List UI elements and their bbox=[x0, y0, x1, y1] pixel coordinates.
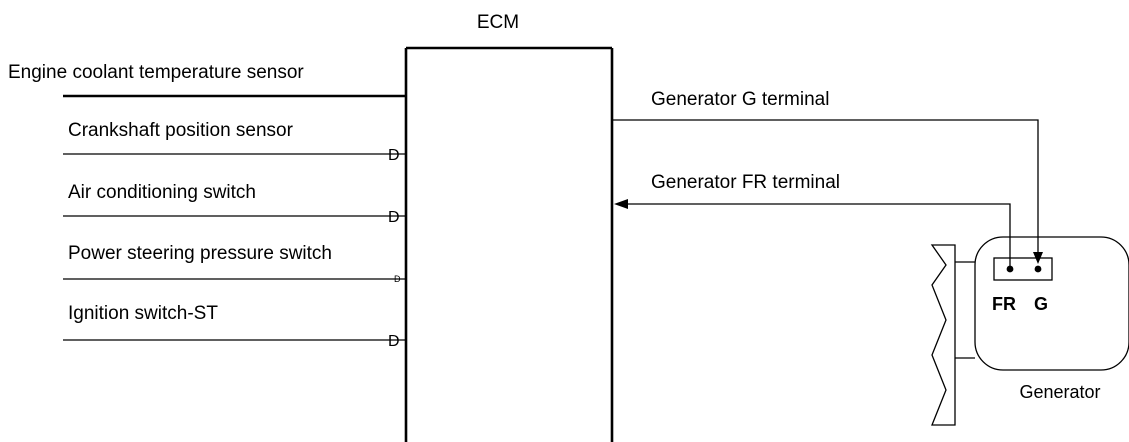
input-pin: D bbox=[388, 209, 400, 226]
output-generator-fr-terminal: Generator FR terminal bbox=[614, 172, 1011, 266]
gen-pin-g-label: G bbox=[1034, 294, 1048, 314]
generator-body bbox=[974, 236, 1129, 371]
g-pin-dot bbox=[1034, 265, 1042, 273]
output-generator-g-terminal: Generator G terminal bbox=[612, 89, 1043, 264]
gen-pin-fr-label: FR bbox=[992, 294, 1016, 314]
input-label: Air conditioning switch bbox=[68, 182, 256, 203]
fr-pin-dot bbox=[1006, 265, 1014, 273]
input-label: Engine coolant temperature sensor bbox=[8, 62, 304, 83]
input-crankshaft-position-sensor: Crankshaft position sensor D bbox=[63, 120, 406, 164]
ecm-block: ECM bbox=[404, 12, 614, 442]
generator: FR G Generator bbox=[930, 236, 1129, 426]
input-label: Crankshaft position sensor bbox=[68, 120, 294, 141]
input-pin: D bbox=[388, 333, 400, 350]
input-engine-coolant-temperature-sensor: Engine coolant temperature sensor bbox=[8, 62, 407, 98]
connector-box bbox=[993, 257, 1053, 281]
generator-label: Generator bbox=[1019, 382, 1100, 402]
input-label: Power steering pressure switch bbox=[68, 243, 332, 264]
input-ignition-switch-st: Ignition switch-ST D bbox=[63, 303, 406, 350]
fr-arrow-icon bbox=[614, 199, 628, 209]
input-label: Ignition switch-ST bbox=[68, 303, 218, 324]
output-label: Generator FR terminal bbox=[651, 172, 840, 193]
input-pin: D bbox=[394, 274, 401, 284]
input-pin: D bbox=[388, 147, 400, 164]
g-terminal-wire bbox=[612, 119, 1039, 254]
fr-terminal-wire bbox=[626, 203, 1011, 266]
input-power-steering-pressure-switch: Power steering pressure switch D bbox=[63, 243, 406, 284]
output-label: Generator G terminal bbox=[651, 89, 829, 110]
pulley-icon bbox=[930, 244, 956, 426]
input-air-conditioning-switch: Air conditioning switch D bbox=[63, 182, 406, 226]
ecm-title: ECM bbox=[477, 12, 519, 33]
